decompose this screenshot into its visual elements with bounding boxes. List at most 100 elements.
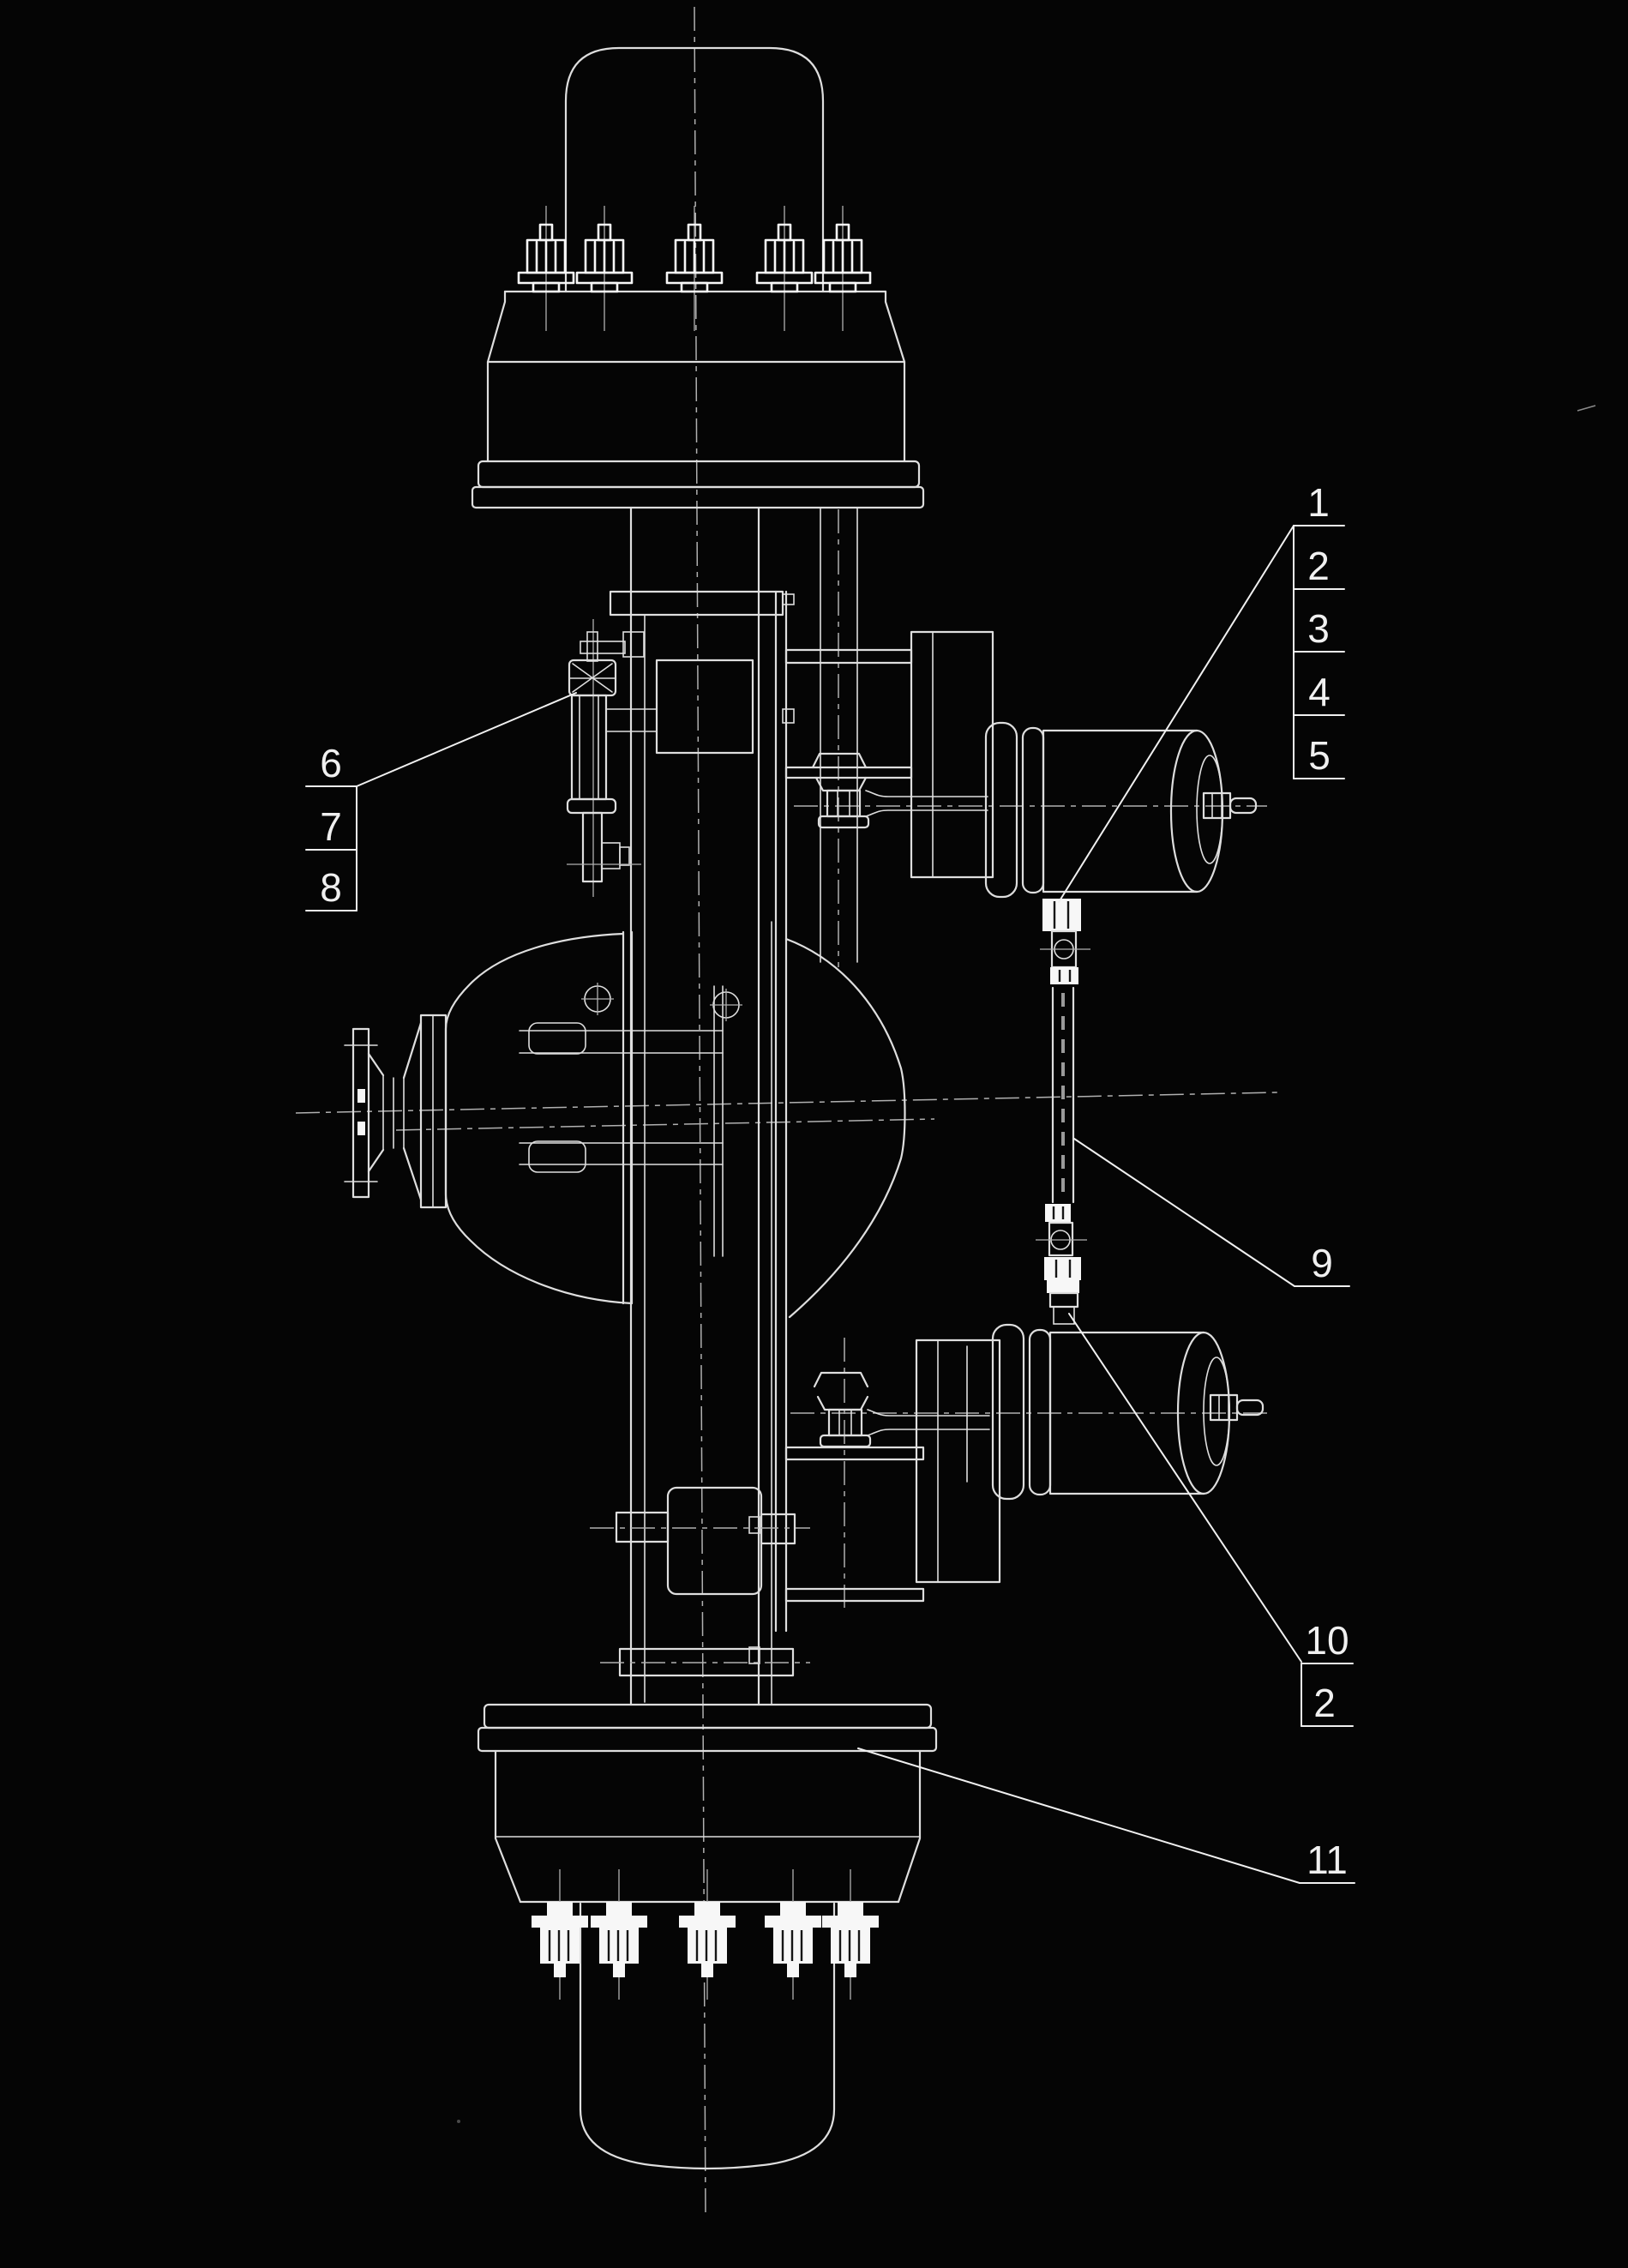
- hub-flange-band-2: [477, 1726, 938, 1753]
- lower-flange-group: [590, 1486, 810, 1677]
- chamber-body: [984, 721, 1258, 899]
- scan-artifacts: [457, 405, 1596, 2123]
- bottom-brake-chamber: [784, 1323, 1265, 1603]
- callout-9-label: 9: [1311, 1241, 1333, 1285]
- callout-1-label: 1: [1307, 480, 1330, 525]
- wheel-stud: [755, 204, 814, 333]
- seat-block: [666, 1486, 763, 1596]
- chamber-body: [991, 1323, 1265, 1501]
- hub-cap-dome: [579, 1902, 836, 2170]
- shock-rod: [581, 811, 604, 883]
- leader-line: [1073, 1138, 1295, 1287]
- carrier-boss: [528, 1022, 586, 1055]
- hub-cap-dome: [564, 46, 825, 293]
- shock-collar: [566, 797, 617, 815]
- chamber-port-fittings: [1040, 899, 1090, 984]
- drum-shoulders: [494, 1749, 922, 1904]
- callout-stack-right: 1 2 3 4 5: [1058, 480, 1345, 903]
- shock-stem: [586, 631, 598, 662]
- collar: [1047, 1280, 1079, 1293]
- bracket-arm: [784, 1446, 925, 1461]
- right-flange-plate: [760, 1513, 796, 1545]
- callout-4-label: 4: [1308, 670, 1331, 714]
- flange-bolt: [357, 1089, 365, 1103]
- leader-line: [1058, 525, 1295, 903]
- bracket-hanger-bars: [820, 507, 858, 963]
- hex-nut: [1050, 967, 1078, 984]
- shock-absorber: [566, 631, 645, 883]
- flange-bolt: [357, 1122, 365, 1135]
- hex-nut: [1045, 1204, 1071, 1222]
- chamber-mount-plate: [915, 1339, 1001, 1584]
- callout-11-label: 11: [1307, 1838, 1348, 1882]
- wheel-stud: [677, 1868, 737, 2001]
- bracket-back-plate: [774, 590, 788, 1633]
- callout-stack-left: 6 7 8: [305, 692, 577, 911]
- bracket-top-arm: [784, 648, 913, 665]
- drum-shoulders: [486, 290, 906, 364]
- hose-lower-fittings: [1036, 1204, 1087, 1325]
- drum-body: [486, 360, 906, 463]
- leader-line: [356, 692, 577, 787]
- carrier-bolt-bands: [519, 1030, 724, 1165]
- label-underlines: [1301, 1663, 1354, 1727]
- shock-eye-crosshatch: [568, 663, 616, 693]
- leader-line: [857, 1748, 1301, 1884]
- callout-7-label: 7: [320, 804, 342, 849]
- torque-rod-lines: [606, 708, 658, 732]
- artifact-dot: [457, 2120, 460, 2123]
- diff-cover-right-lines: [713, 985, 724, 1257]
- diff-cover-left-lines: [622, 930, 634, 1305]
- callout-3-label: 3: [1307, 606, 1330, 651]
- hex-fitting: [1044, 1257, 1081, 1280]
- mount-plate-lines: [937, 1339, 968, 1583]
- callout-2-label: 2: [1307, 544, 1330, 588]
- pushrod-clevis: [813, 1371, 991, 1448]
- diff-bowl-right: [784, 937, 906, 1319]
- upper-cross-plate: [609, 590, 795, 724]
- flange-disc: [351, 1027, 370, 1199]
- callout-11: 11: [857, 1748, 1355, 1884]
- spring-seat-block: [606, 659, 754, 755]
- wheel-stud: [763, 1868, 823, 2001]
- pinion-centerline: [395, 1118, 935, 1131]
- cross-plate: [609, 590, 784, 617]
- hub-flange-band-2: [471, 485, 925, 509]
- hex-fitting: [1042, 899, 1081, 931]
- tee-block: [1048, 1221, 1074, 1257]
- elbow-neck: [1053, 1306, 1075, 1325]
- wheel-stud: [820, 1868, 880, 2001]
- top-brake-chamber: [910, 630, 1258, 984]
- bracket-arm: [784, 1587, 925, 1603]
- plate-bolt-tab: [782, 593, 795, 605]
- shock-link: [580, 641, 626, 654]
- callout-10-label: 10: [1305, 1618, 1349, 1663]
- bolt-head: [748, 1646, 760, 1664]
- main-vertical-centerline: [694, 6, 706, 2217]
- callouts: 1 2 3 4 5 6 7 8 9 10 2: [305, 480, 1355, 1884]
- brake-hose: [1036, 986, 1087, 1325]
- flange-cone: [367, 1052, 385, 1173]
- wheel-stud: [575, 204, 634, 333]
- seat-block: [655, 659, 754, 755]
- input-flange: [344, 1014, 448, 1209]
- leader-line: [1068, 1313, 1302, 1663]
- bolt-head: [748, 1516, 760, 1534]
- callout-6-label: 6: [320, 741, 342, 785]
- bracket-bottom-arm: [784, 766, 913, 779]
- artifact-dash: [1577, 405, 1596, 412]
- hub-flange-band-1: [477, 460, 921, 489]
- top-wheel-hub: [471, 46, 925, 509]
- callout-stack-10-2: 10 2: [1068, 1313, 1354, 1727]
- shock-body: [570, 694, 608, 801]
- label-underlines: [1293, 525, 1345, 779]
- axle-beam: [629, 506, 858, 1706]
- shock-side-fitting-step: [619, 846, 630, 866]
- callout-5-label: 5: [1308, 733, 1331, 778]
- plate-bolt-tab: [782, 708, 795, 724]
- wheel-stud: [665, 204, 724, 333]
- shock-mount-block: [622, 631, 645, 658]
- callout-2b-label: 2: [1313, 1681, 1336, 1725]
